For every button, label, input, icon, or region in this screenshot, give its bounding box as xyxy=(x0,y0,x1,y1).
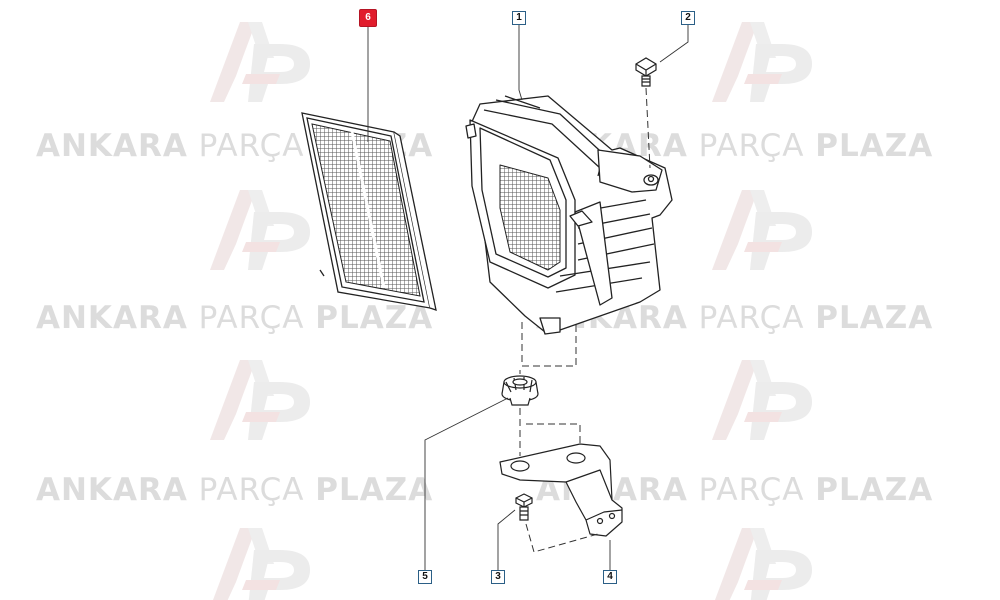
leader-lines xyxy=(367,25,689,570)
watermark-text: ANKARA PARÇA PLAZA xyxy=(36,300,434,336)
bolt-2[interactable] xyxy=(635,57,657,87)
dashed-guide-line xyxy=(645,87,651,169)
dashed-guide-line xyxy=(525,523,599,553)
callout-2[interactable]: 2 xyxy=(681,11,695,25)
callout-4[interactable]: 4 xyxy=(603,570,617,584)
callout-5[interactable]: 5 xyxy=(418,570,432,584)
callout-1[interactable]: 1 xyxy=(512,11,526,25)
mounting-bracket[interactable] xyxy=(499,443,623,537)
air-filter-housing[interactable] xyxy=(465,95,673,335)
bolt-3[interactable] xyxy=(515,493,533,521)
air-filter-element[interactable] xyxy=(301,112,437,311)
callout-3[interactable]: 3 xyxy=(491,570,505,584)
callout-6[interactable]: 6 xyxy=(359,9,377,27)
dashed-guide-line xyxy=(526,423,581,456)
rubber-grommet[interactable] xyxy=(501,375,539,406)
dashed-guide-line xyxy=(521,322,577,367)
watermark-text: ANKARA PARÇA PLAZA xyxy=(36,472,434,508)
